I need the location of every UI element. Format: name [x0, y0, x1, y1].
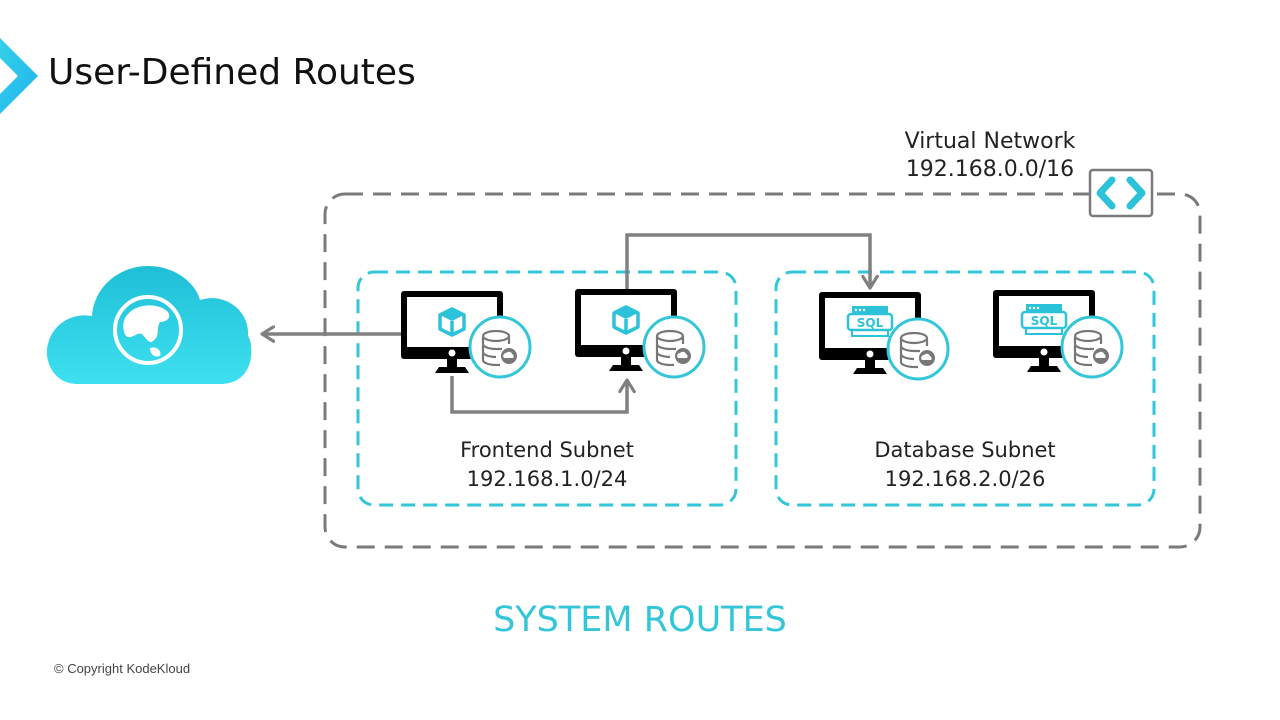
page-title: User-Defined Routes: [48, 52, 416, 93]
database-subnet-name: Database Subnet: [874, 438, 1056, 462]
vnet-brackets-icon: [1088, 168, 1154, 218]
frontend-subnet-name: Frontend Subnet: [460, 438, 634, 462]
database-subnet-label: Database Subnet 192.168.2.0/26: [815, 436, 1115, 494]
database-subnet-cidr: 192.168.2.0/26: [884, 467, 1046, 491]
database-vm-1[interactable]: [819, 292, 950, 381]
route-frontend-to-database: [625, 233, 870, 290]
database-cloud-icon: [642, 315, 706, 379]
virtual-network-label: Virtual Network 192.168.0.0/16: [890, 128, 1090, 184]
frontend-vm-2[interactable]: [575, 289, 706, 379]
virtual-network-name: Virtual Network: [904, 129, 1076, 154]
virtual-network-cidr: 192.168.0.0/16: [905, 157, 1075, 182]
database-cloud-icon: [1060, 315, 1124, 379]
database-cloud-icon: [468, 315, 532, 379]
frontend-subnet-boundary: [356, 270, 738, 507]
cloud-globe-icon: [46, 266, 252, 384]
database-subnet-boundary: [774, 270, 1156, 507]
frontend-subnet-label: Frontend Subnet 192.168.1.0/24: [397, 436, 697, 494]
copyright-text: © Copyright KodeKloud: [54, 661, 191, 676]
database-cloud-icon: [886, 317, 950, 381]
frontend-subnet-cidr: 192.168.1.0/24: [466, 467, 628, 491]
database-vm-2[interactable]: [993, 290, 1124, 379]
virtual-network-boundary: [323, 192, 1202, 549]
frontend-vm-1[interactable]: [401, 291, 532, 379]
system-routes-label: SYSTEM ROUTES: [493, 600, 787, 640]
chevron-logo-icon: [0, 38, 38, 114]
route-frontend-to-frontend: [450, 376, 627, 414]
